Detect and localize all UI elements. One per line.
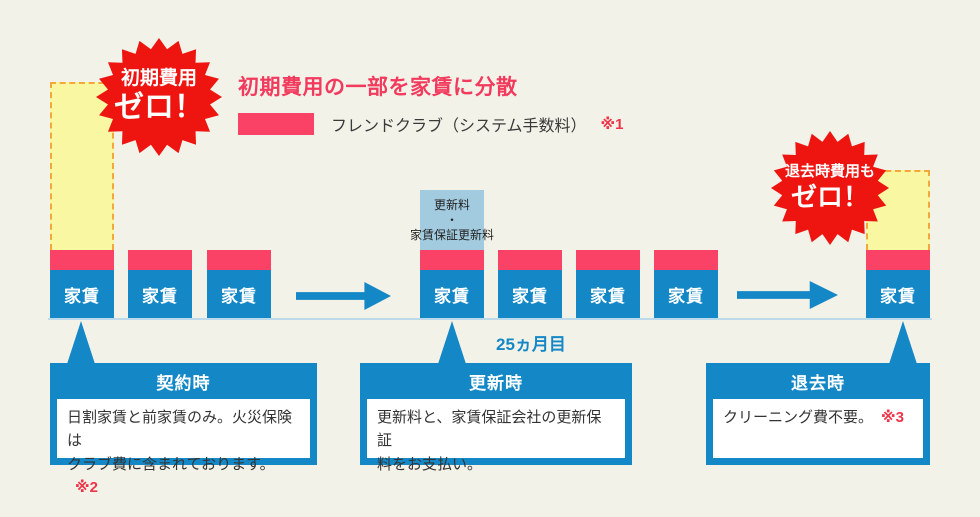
timeline-baseline — [48, 318, 932, 320]
timeline-arrow-icon — [296, 282, 391, 310]
rent-block: 家賃 — [50, 270, 114, 318]
callout-body: 更新料と、家賃保証会社の更新保証 料をお支払い。 — [367, 399, 625, 473]
rent-label: 家賃 — [590, 286, 626, 306]
rent-block: 家賃 — [207, 270, 271, 318]
rent-bar: 家賃 — [576, 250, 640, 318]
system-fee-legend-swatch — [238, 113, 314, 135]
renewal-fee-box: 更新料 ・ 家賃保証更新料 — [410, 190, 494, 250]
rent-label: 家賃 — [64, 286, 100, 306]
callout-text: 更新料と、家賃保証会社の更新保証 料をお支払い。 — [377, 409, 602, 473]
callout-renewal: 更新時 更新料と、家賃保証会社の更新保証 料をお支払い。 — [360, 363, 632, 473]
rent-bar-month-25: 家賃 — [420, 250, 484, 318]
badge-line2: ゼロ！ — [790, 181, 869, 212]
callout-title: 更新時 — [469, 373, 523, 393]
rent-bar: 家賃 — [207, 250, 271, 318]
rent-bar: 家賃 — [654, 250, 718, 318]
rent-label: 家賃 — [434, 286, 470, 306]
rent-block: 家賃 — [576, 270, 640, 318]
timeline-arrow-icon — [737, 281, 838, 309]
initial-cost-zero-badge: 初期費用 ゼロ！ — [96, 38, 222, 156]
system-fee-block — [50, 250, 114, 270]
initial-cost-yellow-block — [50, 82, 114, 250]
callout-title: 退去時 — [791, 373, 845, 393]
callout-note: ※2 — [75, 478, 98, 496]
rent-bar: 家賃 — [128, 250, 192, 318]
rent-label: 家賃 — [142, 286, 178, 306]
badge-line1: 退去時費用も — [784, 162, 875, 180]
callout-note: ※3 — [881, 409, 904, 426]
system-fee-block — [654, 250, 718, 270]
badge-line1: 初期費用 — [120, 68, 197, 90]
system-fee-block — [576, 250, 640, 270]
callout-moveout: 退去時 クリーニング費不要。 ※3 — [706, 363, 930, 465]
callout-body: クリーニング費不要。 ※3 — [713, 399, 923, 458]
callout-contract: 契約時 日割家賃と前家賃のみ。火災保険は クラブ費に含まれております。 ※2 — [50, 363, 317, 496]
rent-bar: 家賃 — [50, 250, 114, 318]
rent-block: 家賃 — [420, 270, 484, 318]
legend-label: フレンドクラブ（システム手数料） — [331, 118, 587, 135]
rent-label: 家賃 — [221, 286, 257, 306]
rent-label: 家賃 — [512, 286, 548, 306]
system-fee-block — [128, 250, 192, 270]
rent-label: 家賃 — [880, 286, 916, 306]
system-fee-block — [498, 250, 562, 270]
month-25-label: 25ヵ月目 — [496, 335, 566, 354]
callout-title: 契約時 — [156, 373, 211, 393]
rent-block: 家賃 — [866, 270, 930, 318]
legend-note: ※1 — [600, 116, 624, 133]
system-fee-block — [207, 250, 271, 270]
system-fee-block — [866, 250, 930, 270]
rent-block: 家賃 — [128, 270, 192, 318]
system-fee-block — [420, 250, 484, 270]
rent-block: 家賃 — [498, 270, 562, 318]
callout-text: 日割家賃と前家賃のみ。火災保険は クラブ費に含まれております。 — [67, 409, 293, 473]
rent-bar-final: 家賃 — [866, 250, 930, 318]
renewal-fee-label: 更新料 ・ 家賃保証更新料 — [409, 198, 494, 242]
rent-label: 家賃 — [668, 286, 704, 306]
page-title: 初期費用の一部を家賃に分散 — [238, 76, 518, 99]
rent-bar: 家賃 — [498, 250, 562, 318]
legend: フレンドクラブ（システム手数料） ※1 — [238, 112, 623, 136]
callout-pointer-moveout — [889, 321, 917, 364]
callout-body: 日割家賃と前家賃のみ。火災保険は クラブ費に含まれております。 ※2 — [57, 399, 310, 496]
badge-line2: ゼロ！ — [114, 90, 204, 124]
callout-pointer-contract — [67, 321, 95, 364]
callout-text: クリーニング費不要。 — [723, 409, 874, 426]
rent-block: 家賃 — [654, 270, 718, 318]
callout-pointer-renewal — [438, 321, 466, 364]
